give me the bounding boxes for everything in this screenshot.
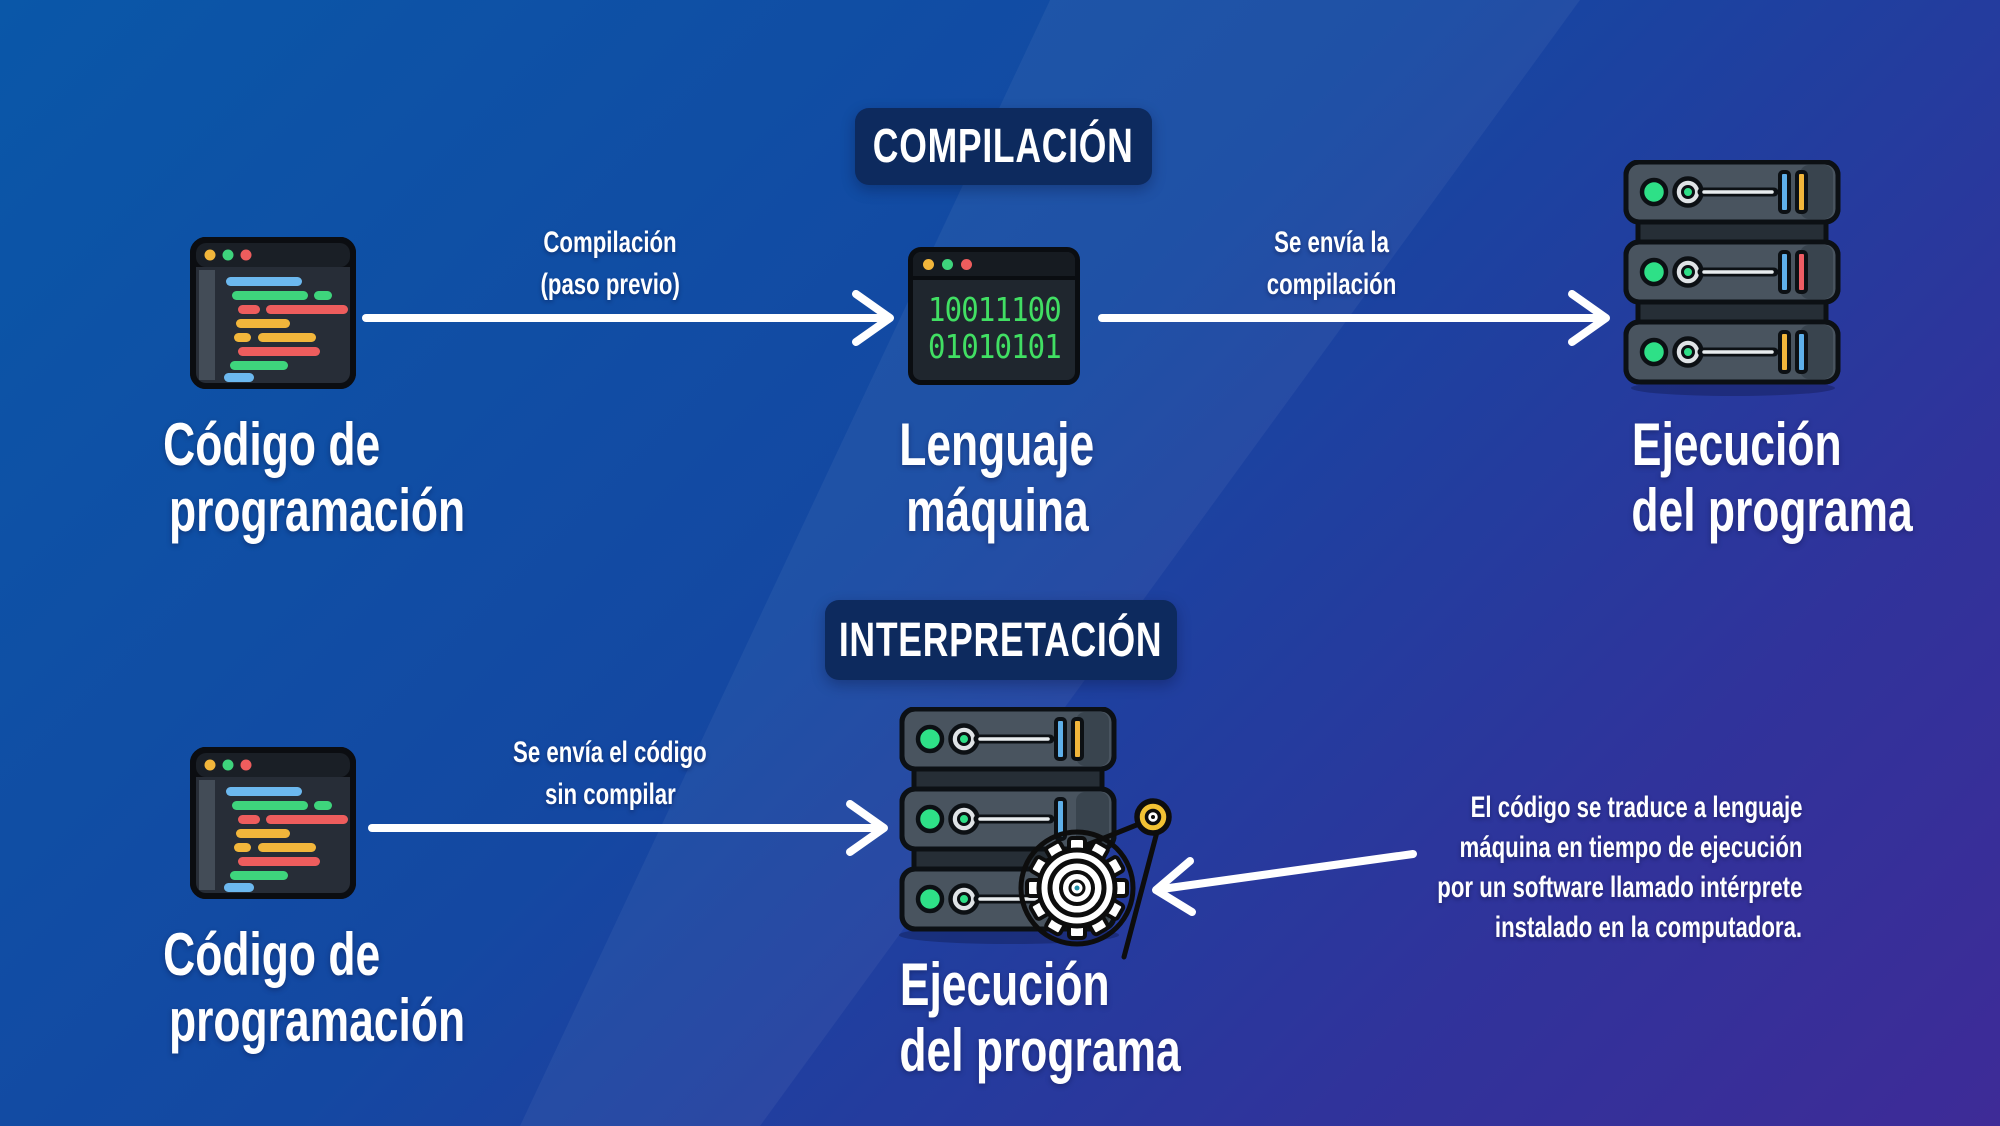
dot-green-icon — [942, 258, 953, 270]
dot-red-icon — [961, 258, 972, 270]
gear-icon — [1018, 798, 1172, 960]
badge-interpretation-label: INTERPRETACIÓN — [839, 613, 1163, 667]
binary-code: 10011100 01010101 — [913, 280, 1075, 376]
terminal-icon: 10011100 01010101 — [908, 247, 1080, 385]
code-editor-icon-2 — [190, 747, 356, 899]
server-unit-3 — [1623, 319, 1841, 385]
server-unit-1 — [899, 707, 1117, 772]
pulley-icon — [1134, 798, 1172, 836]
badge-interpretation: INTERPRETACIÓN — [825, 600, 1177, 680]
interpreter-note: El código se traduce a lenguaje máquina … — [1436, 791, 1802, 944]
window-dots — [204, 249, 252, 261]
code-editor-icon — [190, 237, 356, 389]
label-machine-language: Lenguaje máquina — [899, 411, 1095, 544]
server-unit-1 — [1623, 160, 1841, 225]
arrow-send-compilation-icon — [1098, 290, 1610, 346]
label-source-code-2: Código de programación — [163, 921, 466, 1054]
terminal-title-bar — [913, 252, 1075, 280]
label-program-execution-2: Ejecución del programa — [899, 951, 1181, 1084]
arrow-compilation-step-icon — [362, 290, 894, 346]
label-source-code: Código de programación — [163, 411, 466, 544]
badge-compilation: COMPILACIÓN — [855, 108, 1152, 185]
server-icon — [1623, 160, 1841, 396]
badge-compilation-label: COMPILACIÓN — [873, 120, 1134, 173]
binary-line-1: 10011100 — [927, 290, 1062, 329]
arrow-interpreter-note-icon — [1152, 850, 1417, 916]
code-lines — [224, 787, 348, 892]
label-compilation-step: Compilación (paso previo) — [540, 226, 680, 301]
server-unit-2 — [1623, 239, 1841, 305]
code-lines — [224, 277, 348, 382]
window-dots — [204, 759, 252, 771]
dot-yellow-icon — [923, 258, 934, 270]
binary-line-2: 01010101 — [927, 327, 1062, 366]
label-send-uncompiled-code: Se envía el código sin compilar — [513, 736, 707, 811]
label-send-compilation: Se envía la compilación — [1267, 226, 1397, 301]
arrow-send-code-icon — [368, 800, 888, 856]
label-program-execution: Ejecución del programa — [1631, 411, 1913, 544]
